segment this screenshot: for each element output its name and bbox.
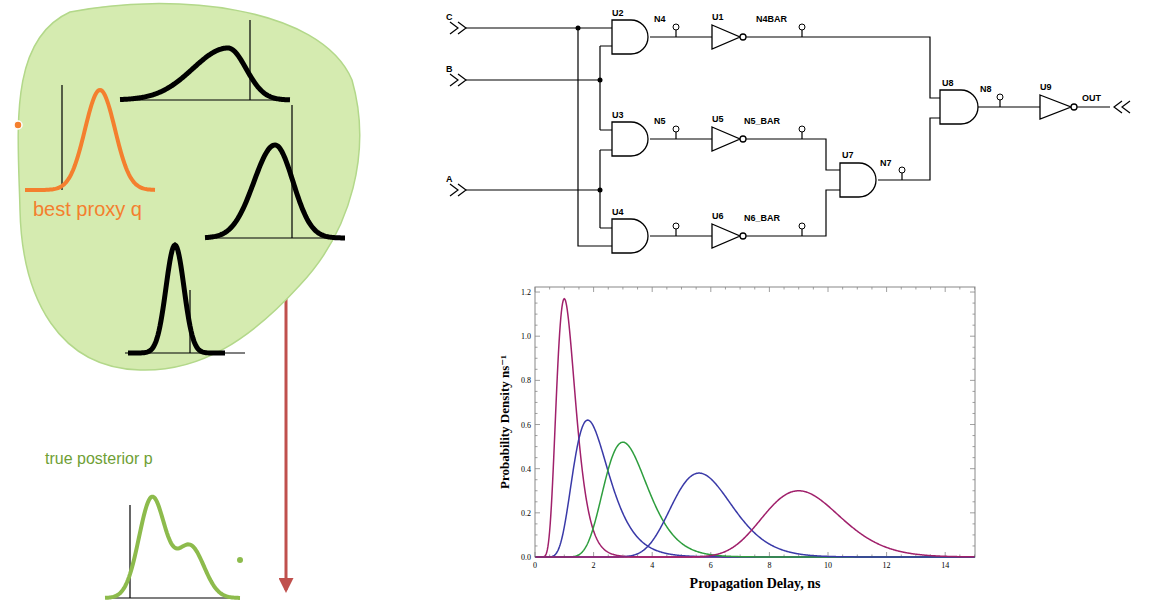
posterior-curve bbox=[105, 497, 240, 598]
axis-title: Propagation Delay, ns bbox=[690, 576, 821, 592]
signal-name: U5 bbox=[712, 114, 724, 124]
signal-name: U8 bbox=[942, 78, 954, 88]
blob-outline bbox=[0, 0, 372, 375]
axis-title: Probability Density ns⁻¹ bbox=[497, 355, 513, 489]
tick-label: 0.8 bbox=[521, 376, 531, 385]
proxy-family-blob: best proxy q bbox=[0, 0, 372, 375]
tick-label: 0.2 bbox=[521, 508, 531, 517]
signal-name: B bbox=[446, 64, 453, 74]
signal-name: N7 bbox=[880, 158, 892, 168]
tick-label: 2 bbox=[592, 561, 596, 570]
red-arrow bbox=[285, 292, 288, 590]
tick-label: 0.0 bbox=[521, 553, 531, 562]
tick-label: 0.6 bbox=[521, 420, 531, 429]
inverters bbox=[712, 25, 1077, 248]
signal-name: U4 bbox=[612, 207, 624, 217]
delay-curve bbox=[536, 442, 975, 557]
signal-name: OUT bbox=[1082, 93, 1101, 103]
signal-name: U1 bbox=[712, 12, 724, 22]
and-gates bbox=[612, 20, 978, 253]
delay-curve bbox=[536, 299, 975, 557]
tick-label: 8 bbox=[767, 561, 771, 570]
tick-label: 1.2 bbox=[521, 288, 531, 297]
signal-name: U9 bbox=[1040, 82, 1052, 92]
signal-name: N4 bbox=[654, 14, 666, 24]
tick-label: 14 bbox=[941, 561, 949, 570]
signal-name: U7 bbox=[842, 150, 854, 160]
signal-name: N8 bbox=[980, 84, 992, 94]
signal-name: U2 bbox=[612, 8, 624, 18]
signal-name: C bbox=[446, 12, 453, 22]
delay-curve bbox=[536, 473, 975, 557]
delay-curve bbox=[536, 491, 975, 557]
tick-label: 6 bbox=[709, 561, 713, 570]
signal-name: U6 bbox=[712, 211, 724, 221]
posterior-label: true posterior p bbox=[45, 450, 153, 468]
tick-label: 0.4 bbox=[521, 464, 531, 473]
green-dot bbox=[237, 557, 243, 563]
signal-name: A bbox=[446, 174, 453, 184]
tick-label: 10 bbox=[824, 561, 832, 570]
signal-name: N4BAR bbox=[756, 14, 787, 24]
junction-dots bbox=[576, 26, 603, 193]
proxy-label: best proxy q bbox=[33, 198, 142, 221]
tick-label: 4 bbox=[650, 561, 654, 570]
circuit-wires bbox=[450, 22, 1130, 246]
signal-name: N5_BAR bbox=[744, 116, 780, 126]
tick-label: 0 bbox=[533, 561, 537, 570]
signal-name: N6_BAR bbox=[744, 213, 780, 223]
signal-name: N5 bbox=[654, 116, 666, 126]
chart-frame bbox=[535, 287, 975, 557]
delay-curves bbox=[536, 299, 975, 557]
signal-name: U3 bbox=[612, 110, 624, 120]
tick-label: 12 bbox=[883, 561, 891, 570]
delay-curve bbox=[536, 420, 975, 557]
chart-ticks bbox=[535, 287, 975, 557]
probe-circles bbox=[673, 24, 1003, 229]
tick-label: 1.0 bbox=[521, 332, 531, 341]
